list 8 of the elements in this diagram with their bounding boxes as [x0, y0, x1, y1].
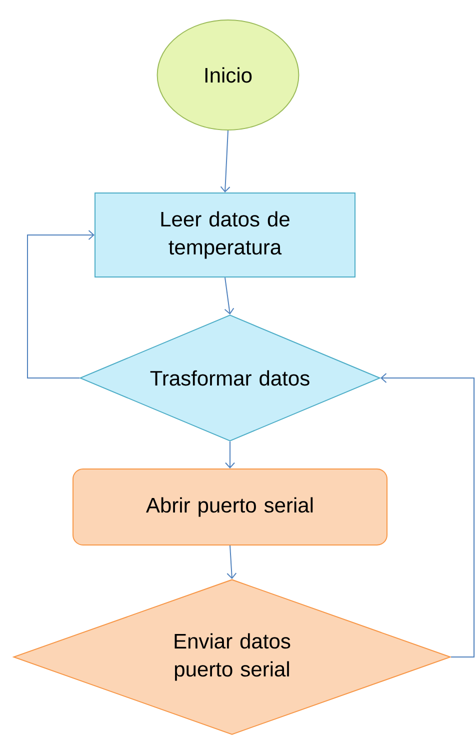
arrow — [224, 277, 234, 315]
process-box: Abrir puerto serial — [72, 468, 388, 546]
arrow — [226, 545, 237, 579]
process-box: Leer datos de temperatura — [94, 192, 356, 278]
arrow — [220, 130, 230, 192]
arrow — [380, 373, 474, 658]
arrow — [27, 230, 94, 378]
arrow — [225, 441, 235, 468]
